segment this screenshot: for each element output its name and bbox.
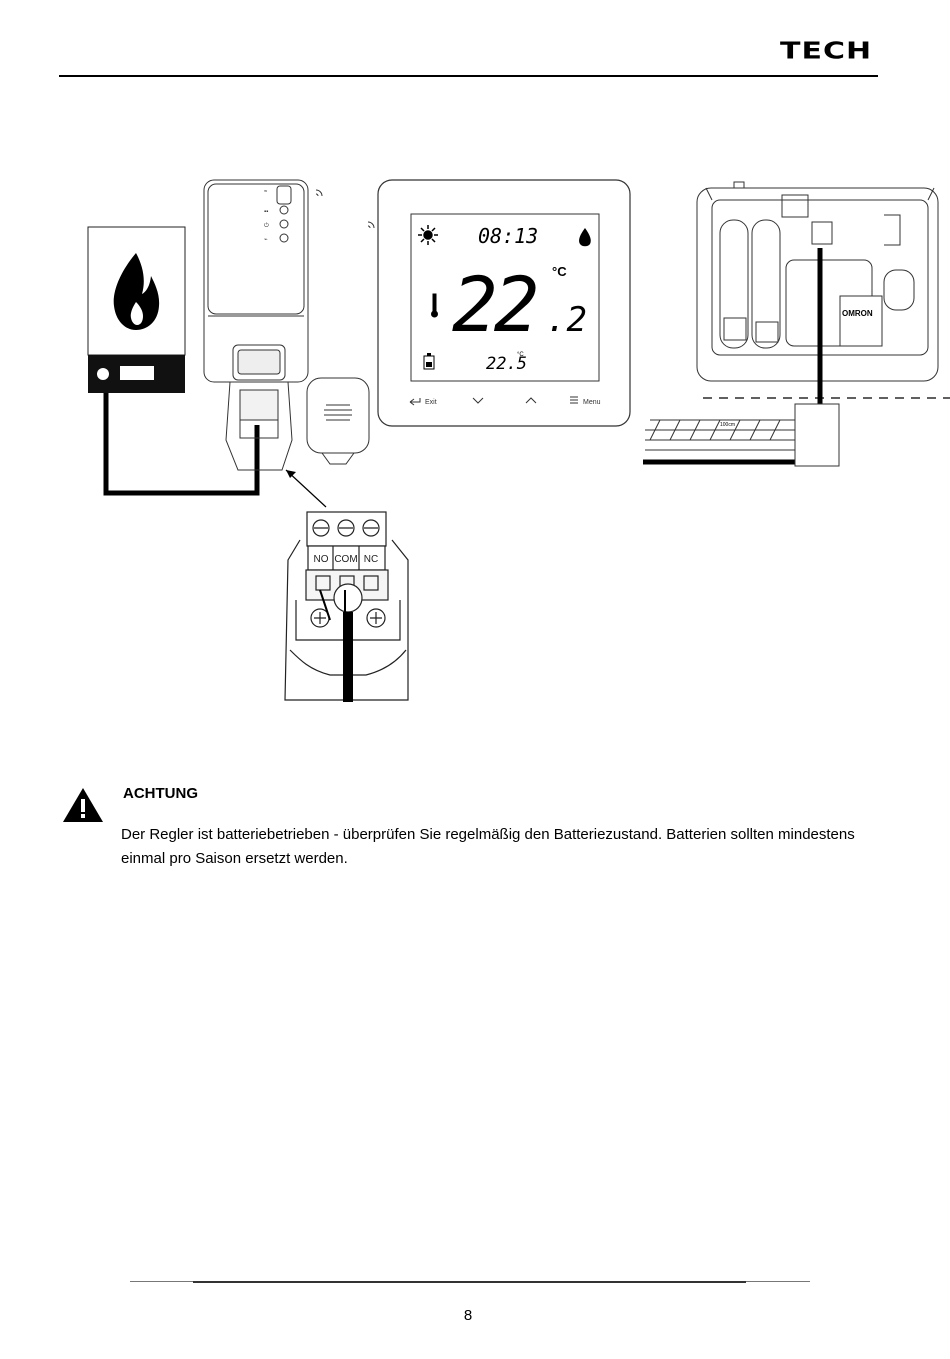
thermostat-current-temp: 22 [452,260,536,349]
svg-text:≈: ≈ [264,189,268,195]
tech-logo: TECH [780,37,873,65]
floor-section [645,403,840,467]
chevron-down-icon [472,397,484,404]
warning-title: ACHTUNG [123,785,198,802]
relay-brand-label: OMRON [842,309,873,318]
boiler-cable [103,393,260,496]
sun-icon [418,225,438,245]
distance-label: 100cm [720,422,735,428]
thermostat-set-temp: 22.5 [486,354,527,374]
receiver-module [203,179,323,471]
thermostat-menu-label: Menu [583,399,601,406]
thermostat-time: 08:13 [478,224,538,248]
svg-text:▪▪: ▪▪ [264,209,268,215]
back-arrow-icon [409,398,421,406]
thermostat-temp-unit: °C [552,264,567,279]
zoom-arrow [285,469,327,508]
svg-text:⌁: ⌁ [264,237,268,243]
terminal-com-label: COM [334,554,357,565]
room-thermostat: 08:13 22 °C .2 22.5 °C Exit Menu [367,179,631,427]
terminal-no-label: NO [314,554,329,565]
warning-icon [63,788,103,822]
thermometer-icon [431,293,438,318]
battery-icon [423,353,435,370]
wireless-sensor [306,377,370,465]
chevron-up-icon [525,397,537,404]
footer-rule-accent [193,1281,746,1283]
warning-text: Der Regler ist batteriebetrieben - überp… [121,826,855,867]
receiver-led-icons: ≈ ▪▪ ⏻ ⌁ [264,189,269,243]
heating-flame-icon [579,228,591,247]
wiring-diagram: ≈ ▪▪ ⏻ ⌁ NO COM NC [87,179,950,702]
thermostat-temp-decimal: .2 [546,300,587,340]
svg-text:⏻: ⏻ [264,222,269,229]
terminal-labels: NO COM NC [314,554,379,565]
page-number: 8 [463,1307,473,1324]
boiler-illustration [87,226,186,393]
flame-icon [113,253,160,330]
thermostat-set-temp-unit: °C [517,352,524,358]
thermostat-exit-label: Exit [425,399,437,406]
header-rule [59,75,878,77]
terminal-nc-label: NC [364,554,378,565]
terminal-closeup [284,511,409,701]
menu-icon [570,396,578,404]
